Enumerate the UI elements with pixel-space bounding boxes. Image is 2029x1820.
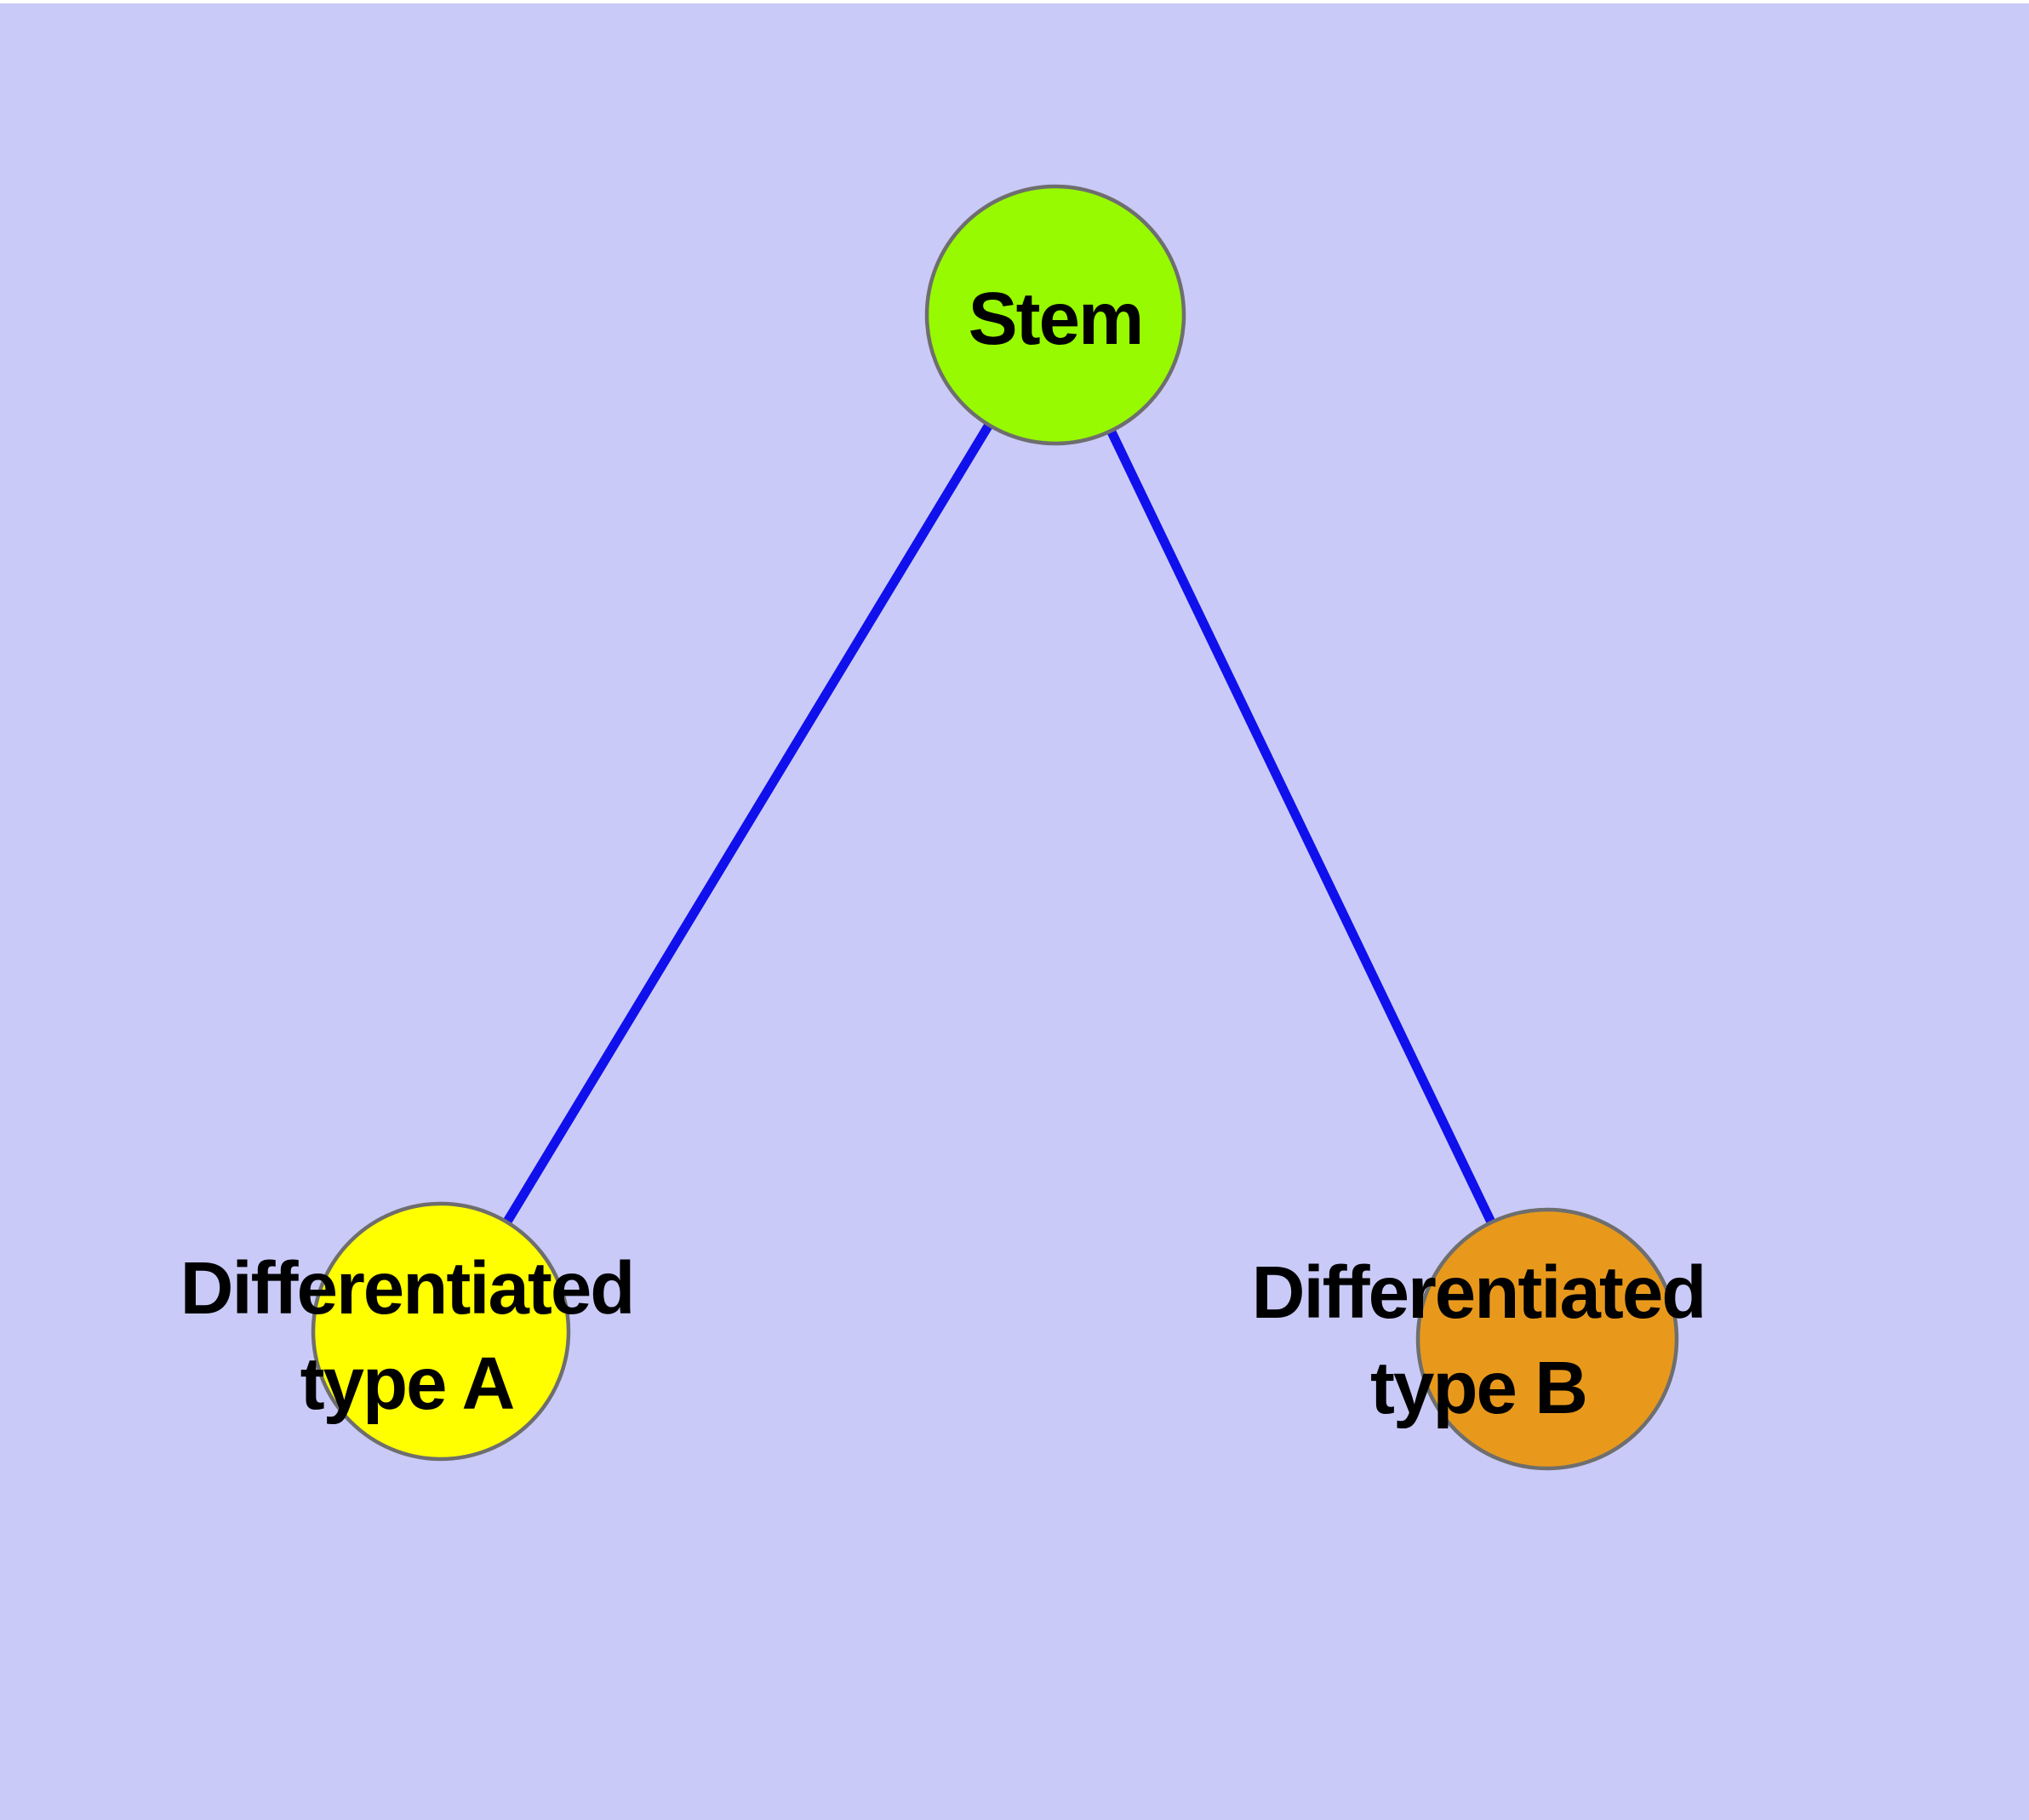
label-line: Differentiated [180,1247,636,1330]
label-line: type A [300,1342,516,1425]
label-line: type B [1370,1347,1588,1429]
stem-node-circle [924,184,1186,446]
differentiated-type-b-node-label: Differentiated type B [1251,1245,1707,1436]
edge-stem-to-type-b [1051,312,1552,1342]
differentiated-type-a-node-label: Differentiated type A [180,1241,636,1432]
stem-node-label: Stem [968,272,1145,367]
label-line: Differentiated [1251,1251,1707,1334]
top-white-margin [0,0,2029,3]
differentiated-type-b-node-circle [1415,1207,1679,1471]
differentiated-type-a-node-circle [311,1201,571,1462]
edge-stem-to-type-a [437,312,1060,1334]
label-line: Stem [968,278,1145,360]
